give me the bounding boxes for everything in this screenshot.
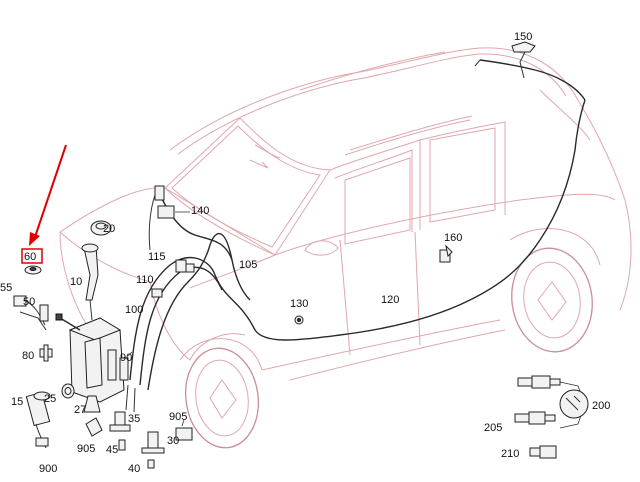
washer-pump-35	[109, 411, 131, 432]
label-130[interactable]: 130	[290, 298, 308, 310]
label-205[interactable]: 205	[484, 422, 502, 434]
part-labels: 150 140 20 160 60 115 105 10 55 110 50 1…	[0, 31, 610, 475]
plug-40	[147, 459, 155, 469]
label-25[interactable]: 25	[44, 393, 56, 405]
label-40[interactable]: 40	[128, 463, 140, 475]
rear-washer-nozzle	[511, 41, 536, 79]
level-sensor	[13, 295, 49, 331]
label-45[interactable]: 45	[106, 444, 118, 456]
label-900[interactable]: 900	[39, 463, 57, 475]
label-905a[interactable]: 905	[169, 411, 187, 423]
washer-reservoir	[55, 313, 125, 403]
label-80[interactable]: 80	[22, 350, 34, 362]
sensor-group-200	[514, 375, 589, 459]
label-160[interactable]: 160	[444, 232, 462, 244]
label-15[interactable]: 15	[11, 396, 23, 408]
label-105[interactable]: 105	[239, 259, 257, 271]
label-10[interactable]: 10	[70, 276, 82, 288]
nozzle-27	[83, 395, 101, 413]
label-30[interactable]: 30	[167, 435, 179, 447]
label-35[interactable]: 35	[128, 413, 140, 425]
filler-neck	[81, 243, 99, 321]
red-arrow	[33, 144, 67, 241]
label-50[interactable]: 50	[23, 296, 35, 308]
filler-cap	[90, 220, 112, 236]
clip-110	[151, 288, 163, 298]
highlight-annotation	[21, 144, 67, 264]
clip-115	[175, 259, 195, 273]
connector-160	[439, 244, 453, 263]
label-60[interactable]: 60	[24, 251, 36, 263]
hose-connector-140	[154, 185, 190, 219]
label-90[interactable]: 90	[120, 352, 132, 364]
grommet-130	[294, 315, 304, 325]
washer-pump-90	[119, 351, 133, 381]
connector-905-left	[85, 417, 103, 437]
label-905b[interactable]: 905	[77, 443, 95, 455]
label-55[interactable]: 55	[0, 282, 12, 294]
label-200[interactable]: 200	[592, 400, 610, 412]
grommet-80	[39, 344, 53, 362]
label-150[interactable]: 150	[514, 31, 532, 43]
label-115[interactable]: 115	[148, 251, 166, 263]
label-27[interactable]: 27	[74, 404, 86, 416]
seal-25	[61, 383, 75, 399]
car-body-outline	[59, 47, 632, 449]
label-140[interactable]: 140	[191, 205, 209, 217]
washer-parts	[13, 41, 589, 469]
pump-motor-15	[25, 391, 51, 449]
label-120[interactable]: 120	[381, 294, 399, 306]
label-100[interactable]: 100	[125, 304, 143, 316]
pump-30	[141, 431, 165, 454]
label-210[interactable]: 210	[501, 448, 519, 460]
highlight-box-60	[21, 248, 43, 264]
label-110[interactable]: 110	[136, 274, 154, 286]
plug-45	[118, 439, 126, 451]
connector-905-right	[175, 419, 193, 441]
red-arrowhead	[29, 232, 40, 246]
sensor-seal-60	[24, 265, 42, 275]
label-20[interactable]: 20	[103, 223, 115, 235]
